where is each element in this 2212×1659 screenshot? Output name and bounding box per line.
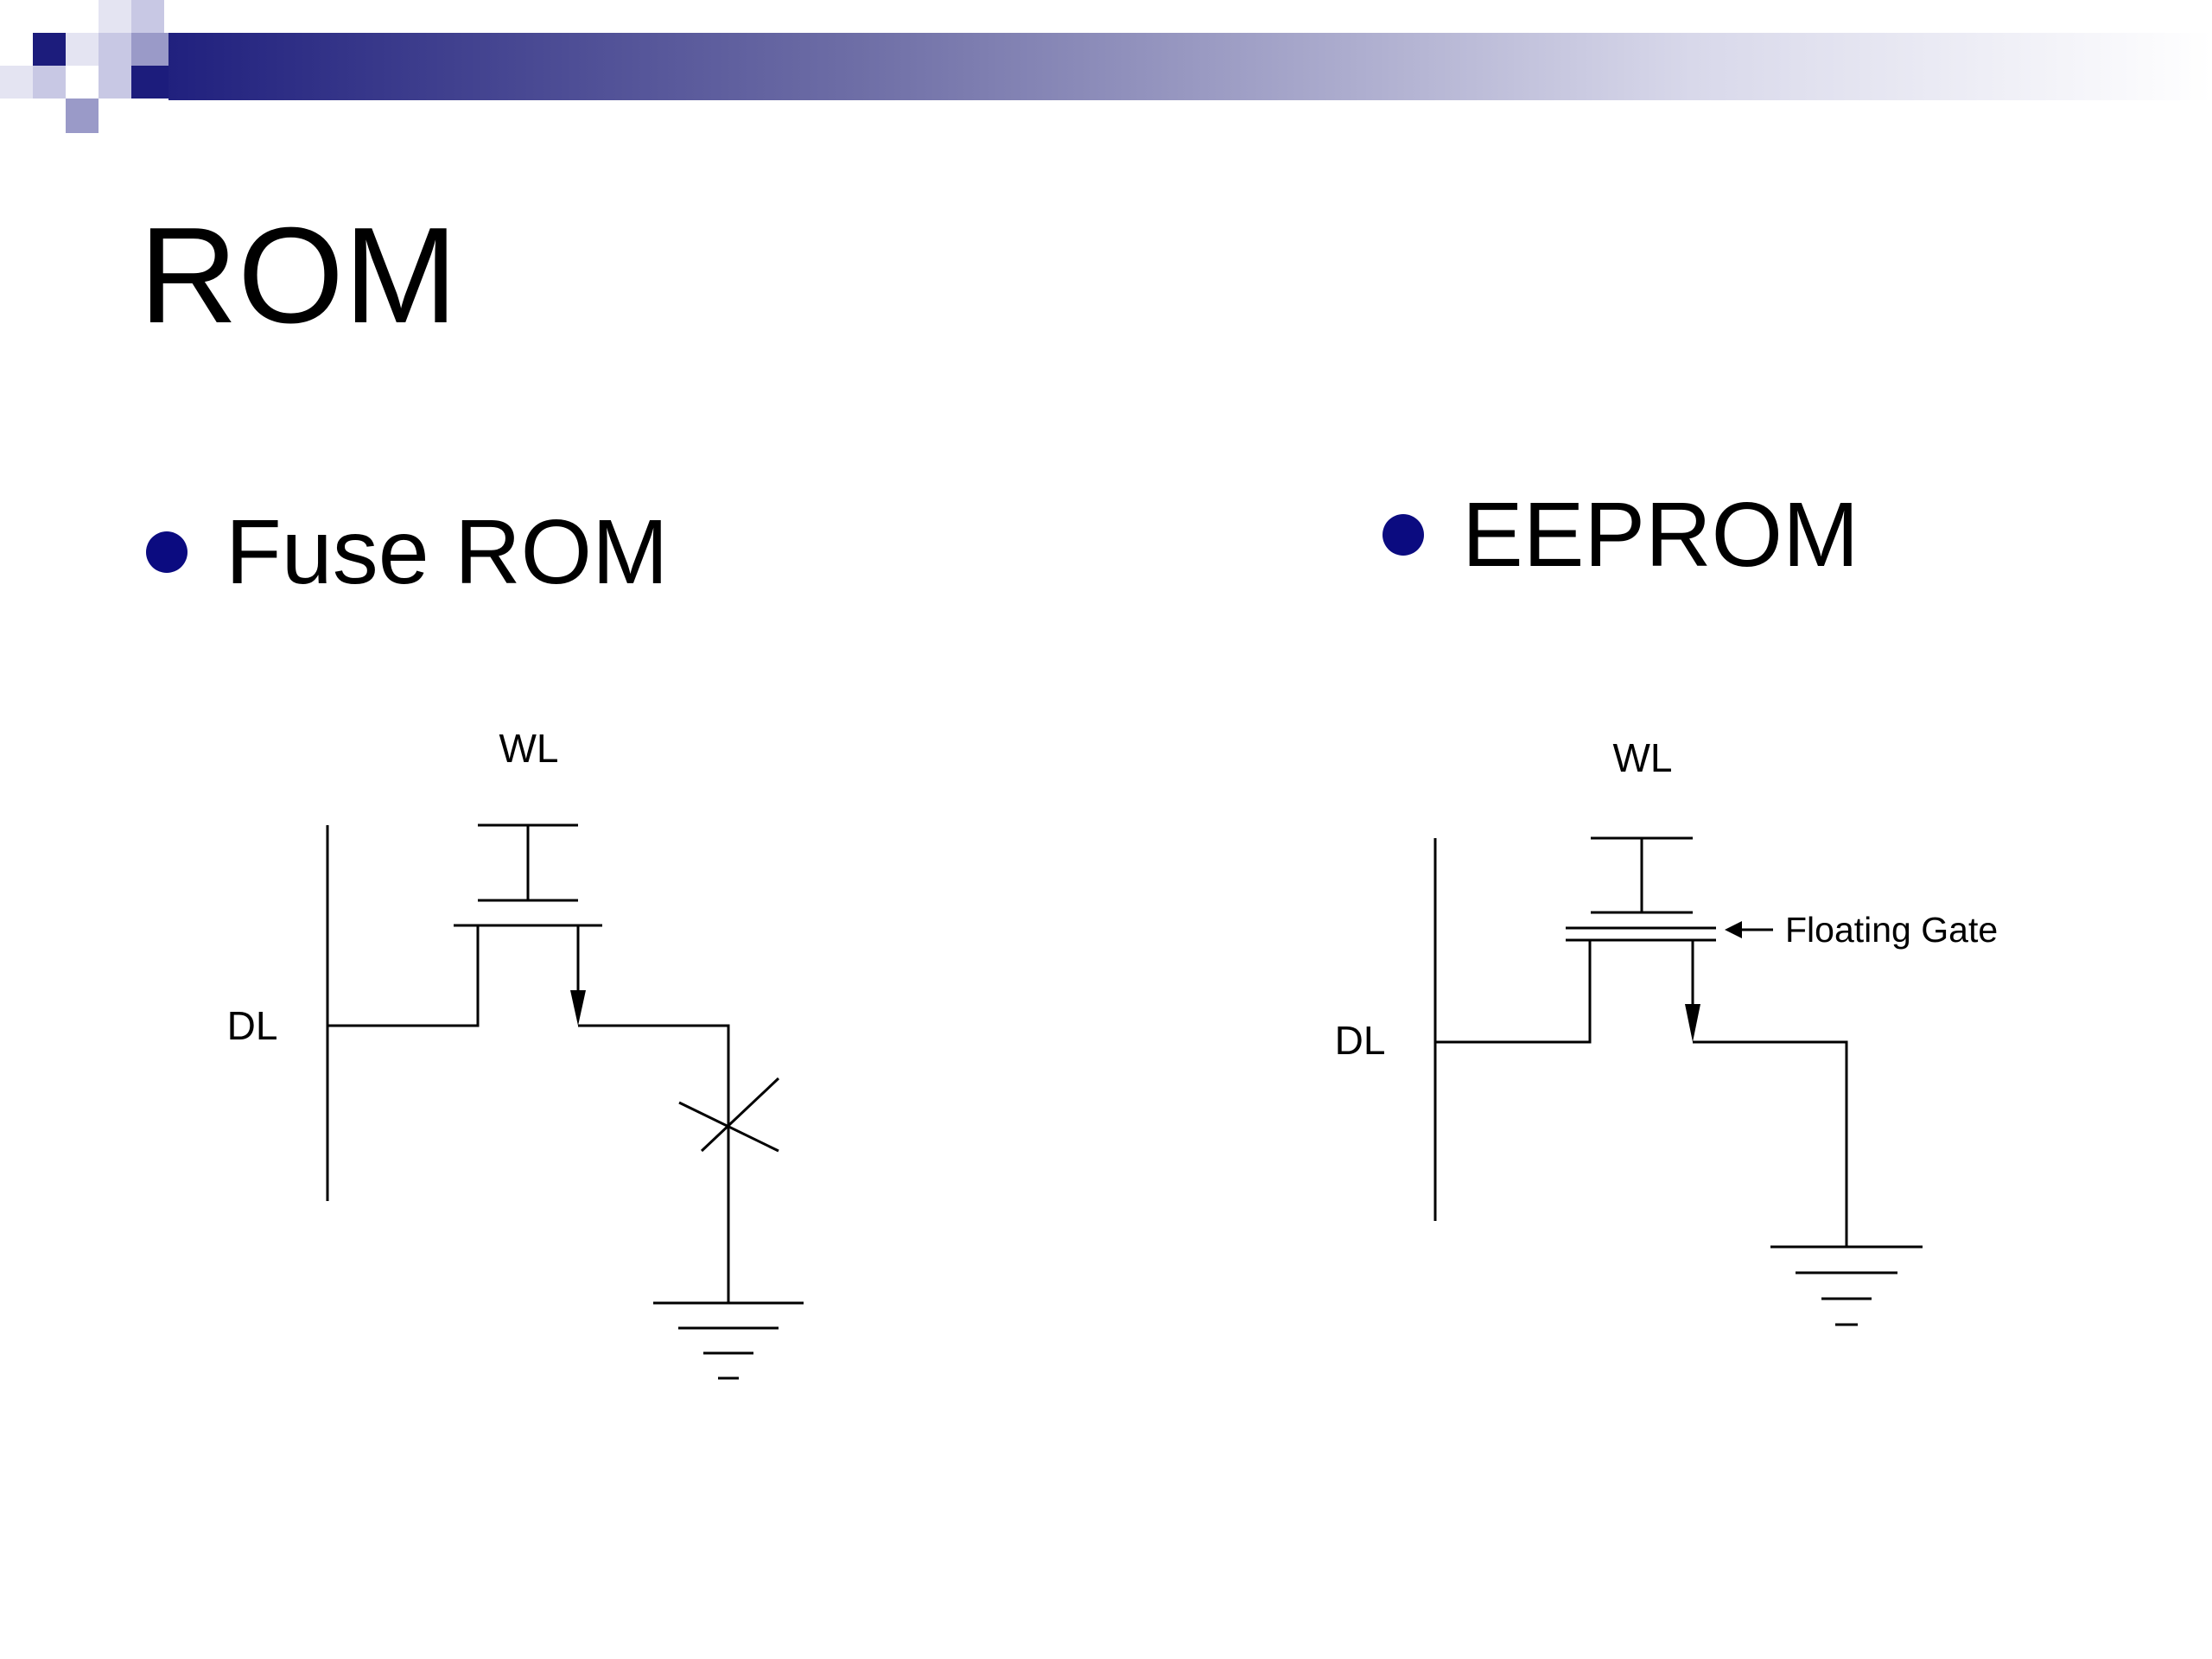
word-line-label: WL: [499, 726, 559, 771]
bullet-label: Fuse ROM: [226, 501, 669, 603]
ground-wire: [1693, 1040, 1848, 1247]
blown-fuse-mark: [700, 1077, 780, 1153]
bullet-dot: [146, 531, 188, 573]
drain-wire: [327, 925, 480, 1027]
bullet-label: EEPROM: [1462, 484, 1859, 586]
word-line-label: WL: [1613, 735, 1673, 780]
bullet-fuse-rom: Fuse ROM: [146, 506, 668, 598]
header-decoration: [0, 0, 2212, 138]
source-arrow: [570, 990, 586, 1026]
floating-gate-label: Floating Gate: [1785, 910, 1998, 950]
data-line-label: DL: [227, 1003, 278, 1048]
fuse-wire: [578, 1024, 730, 1303]
source-arrow: [1685, 1004, 1700, 1042]
slide-title: ROM: [139, 200, 458, 352]
bullet-eeprom: EEPROM: [1382, 489, 1859, 581]
data-line-label: DL: [1335, 1018, 1386, 1063]
bullet-dot: [1382, 514, 1424, 556]
drain-wire: [1435, 940, 1592, 1044]
floating-gate-arrow: [1725, 921, 1742, 938]
